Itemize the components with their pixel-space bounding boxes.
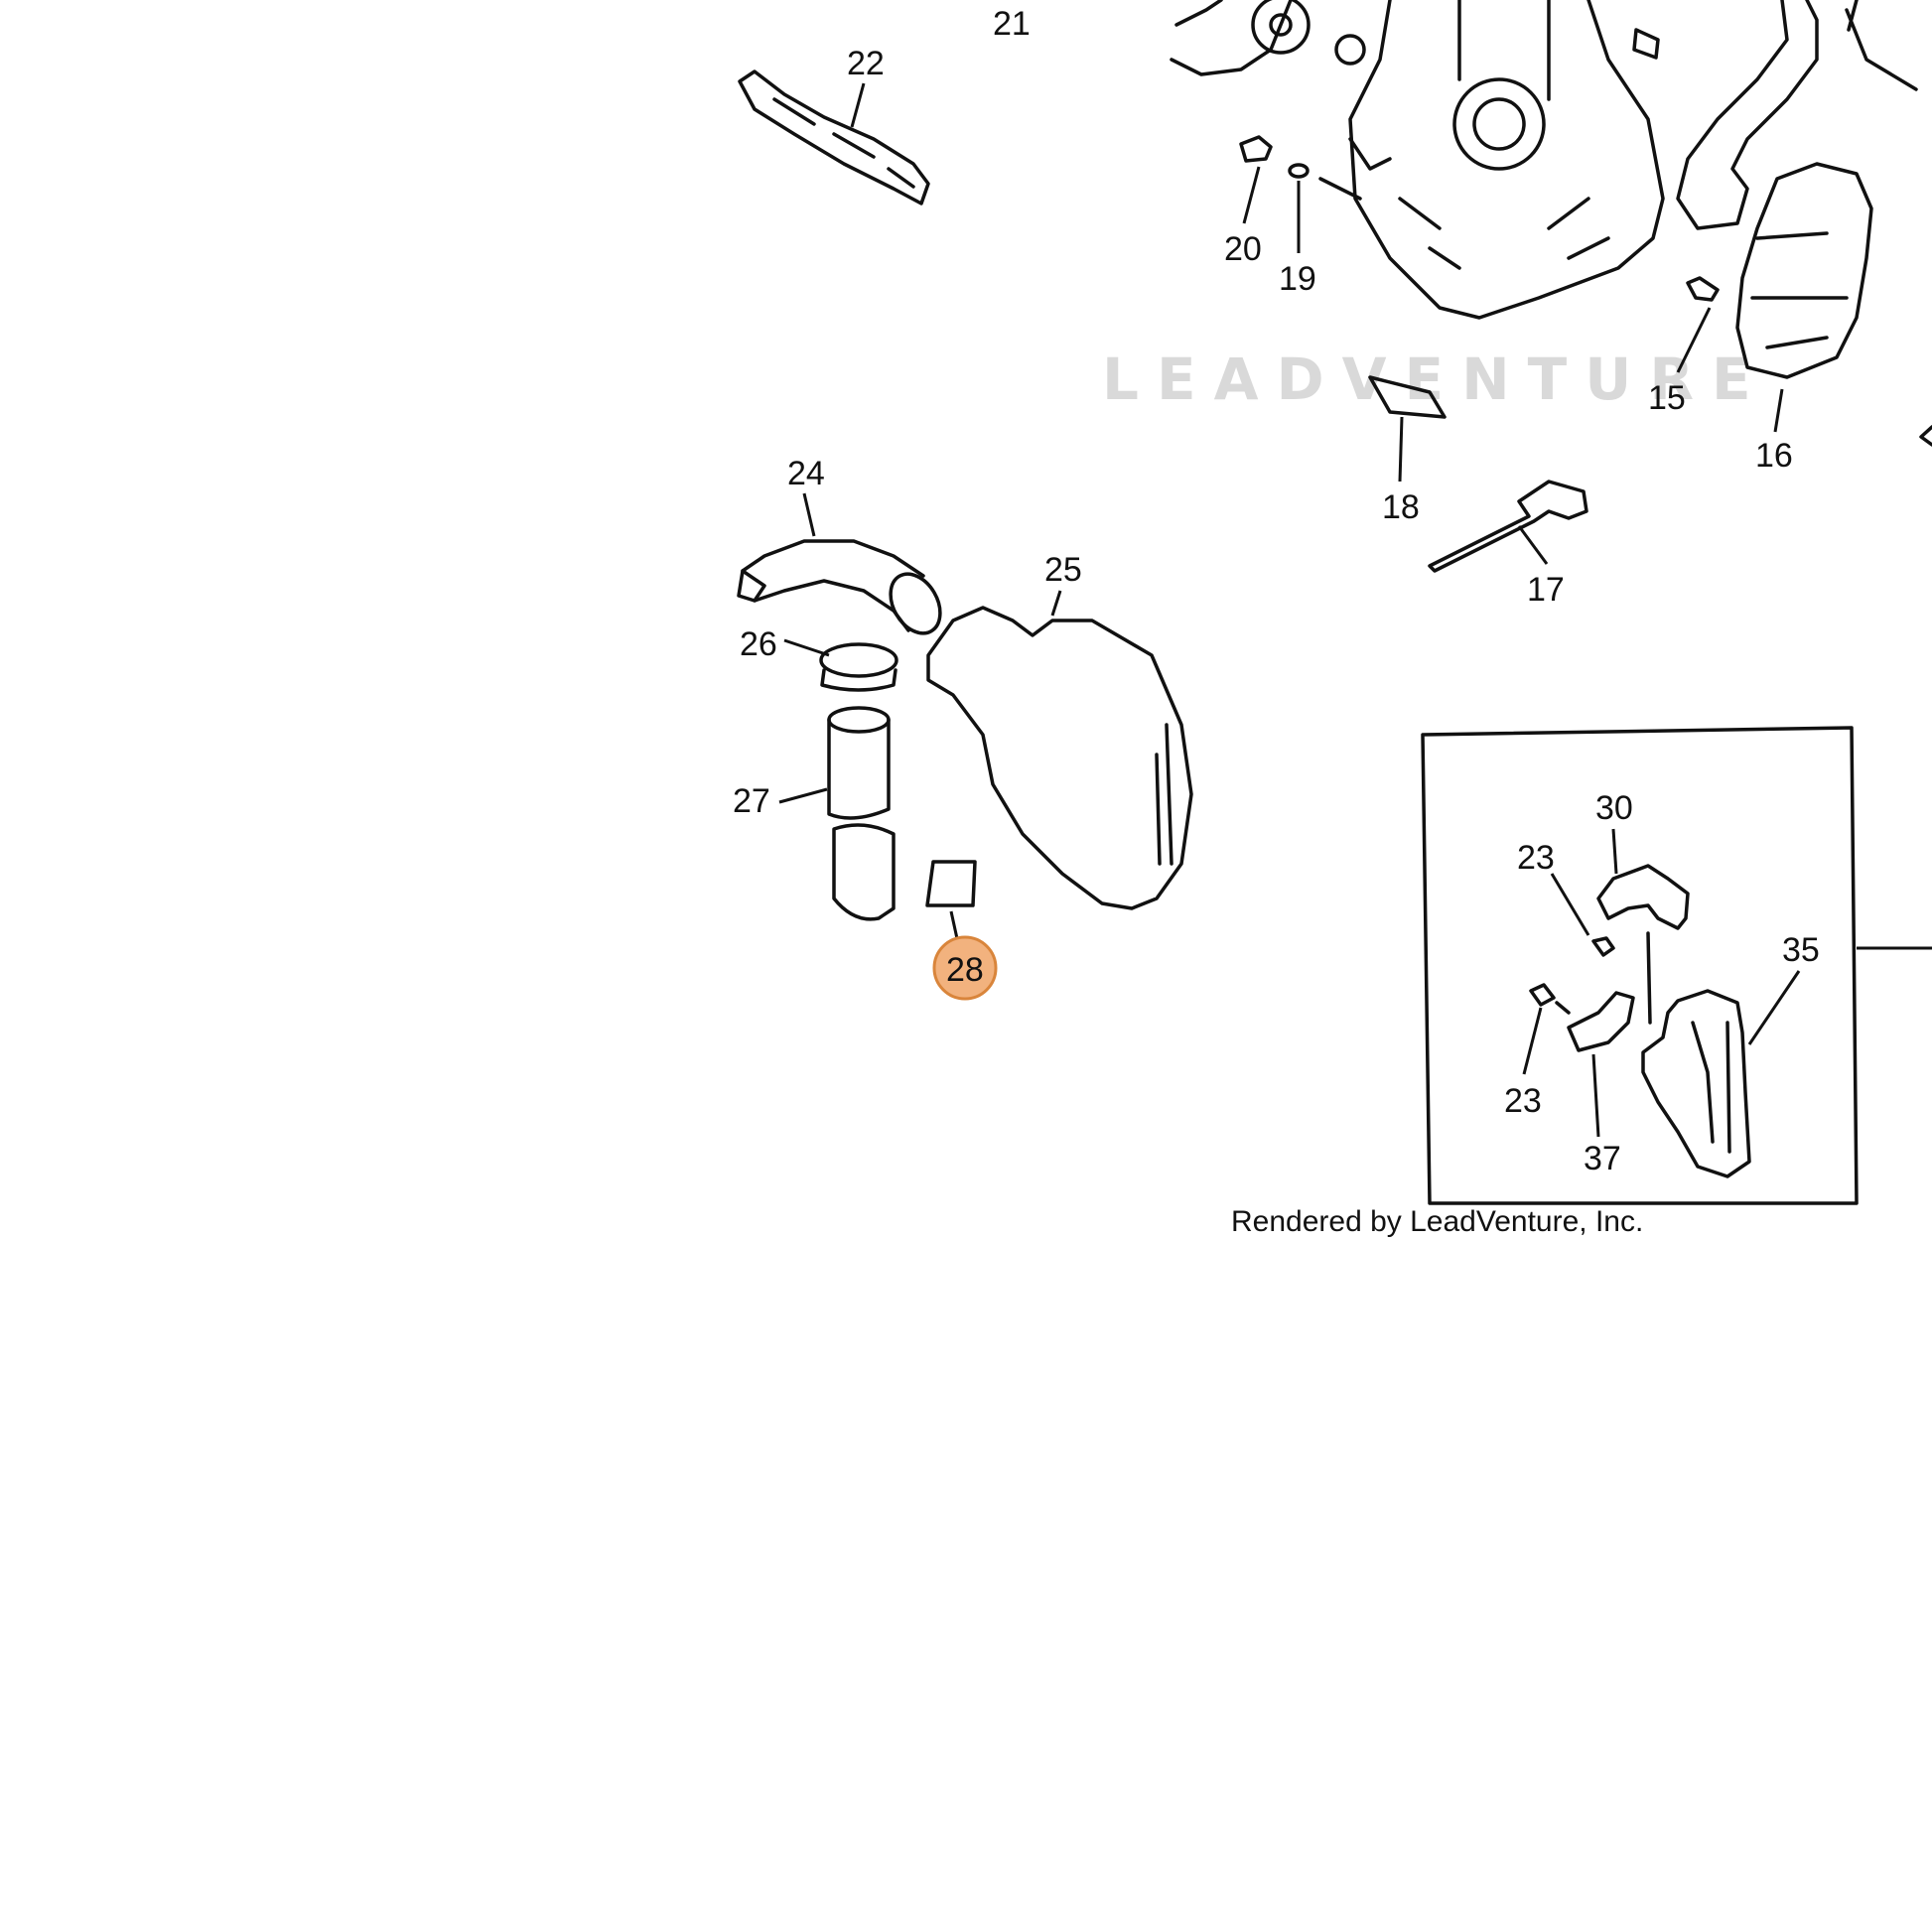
callout-20: 20: [1224, 230, 1262, 268]
part-30-bracket[interactable]: [1596, 864, 1690, 1025]
callout-37: 37: [1584, 1140, 1621, 1177]
leader-16: [1773, 388, 1784, 433]
pin-part[interactable]: [1632, 28, 1660, 60]
leader-37: [1591, 1053, 1600, 1138]
fan-housing-assembly[interactable]: [1170, 0, 1665, 320]
callout-27: 27: [733, 782, 770, 820]
leader-22: [850, 82, 866, 128]
part-27-flex-tube[interactable]: [827, 706, 896, 921]
leader-30: [1611, 828, 1618, 875]
part-16-cover[interactable]: [1735, 162, 1873, 379]
callout-25: 25: [1044, 551, 1082, 589]
part-35-grip-handle[interactable]: [1641, 989, 1751, 1178]
callout-28-highlight[interactable]: 28: [932, 935, 998, 1001]
leader-23-upper: [1550, 873, 1590, 936]
leader-18: [1398, 416, 1404, 483]
callout-30: 30: [1595, 789, 1633, 827]
part-26-clamp[interactable]: [819, 642, 898, 692]
callout-26: 26: [740, 625, 777, 663]
callout-15: 15: [1648, 379, 1686, 417]
callout-28: 28: [946, 951, 984, 989]
part-18-gasket[interactable]: [1368, 375, 1447, 419]
leader-25: [1050, 590, 1062, 617]
callout-22: 22: [847, 45, 885, 82]
part-25-cover-plate[interactable]: [926, 606, 1193, 910]
leader-35: [1747, 970, 1801, 1045]
callout-19: 19: [1279, 260, 1316, 298]
leader-26: [783, 638, 830, 657]
highlight-circle[interactable]: [932, 935, 998, 1001]
part-24-elbow-tube[interactable]: [737, 539, 950, 642]
callout-24: 24: [787, 455, 825, 492]
callout-16: 16: [1755, 437, 1793, 475]
credit-text: Rendered by LeadVenture, Inc.: [1231, 1205, 1643, 1238]
leader-27: [778, 787, 828, 804]
callout-23-upper: 23: [1517, 839, 1555, 877]
callout-23-lower: 23: [1504, 1082, 1542, 1120]
offscreen-part-edge: [1919, 425, 1932, 447]
leader-15: [1676, 307, 1712, 373]
part-19-washer[interactable]: [1288, 163, 1310, 179]
part-17-tool[interactable]: [1428, 480, 1588, 573]
part-23-screw-lower[interactable]: [1529, 983, 1571, 1015]
leader-20: [1242, 166, 1261, 224]
callout-21: 21: [993, 5, 1031, 43]
part-20-bolt[interactable]: [1239, 135, 1273, 163]
part-15-screw[interactable]: [1686, 276, 1720, 302]
part-22-strap[interactable]: [738, 69, 930, 206]
part-28-filter-pad[interactable]: [925, 860, 977, 907]
callout-18: 18: [1382, 488, 1420, 526]
leader-23-lower: [1522, 1007, 1543, 1075]
part-23-screw-upper[interactable]: [1591, 936, 1615, 957]
callout-35: 35: [1782, 931, 1820, 969]
watermark-text: LEADVENTURE: [1102, 345, 1769, 413]
leader-24: [802, 492, 816, 537]
inset-box: 30 23 35 37 23: [1421, 726, 1932, 1205]
part-37-clip[interactable]: [1567, 991, 1635, 1052]
leader-17: [1517, 525, 1549, 565]
callout-17: 17: [1527, 571, 1565, 609]
handle-bar-top-right[interactable]: [1676, 0, 1918, 230]
